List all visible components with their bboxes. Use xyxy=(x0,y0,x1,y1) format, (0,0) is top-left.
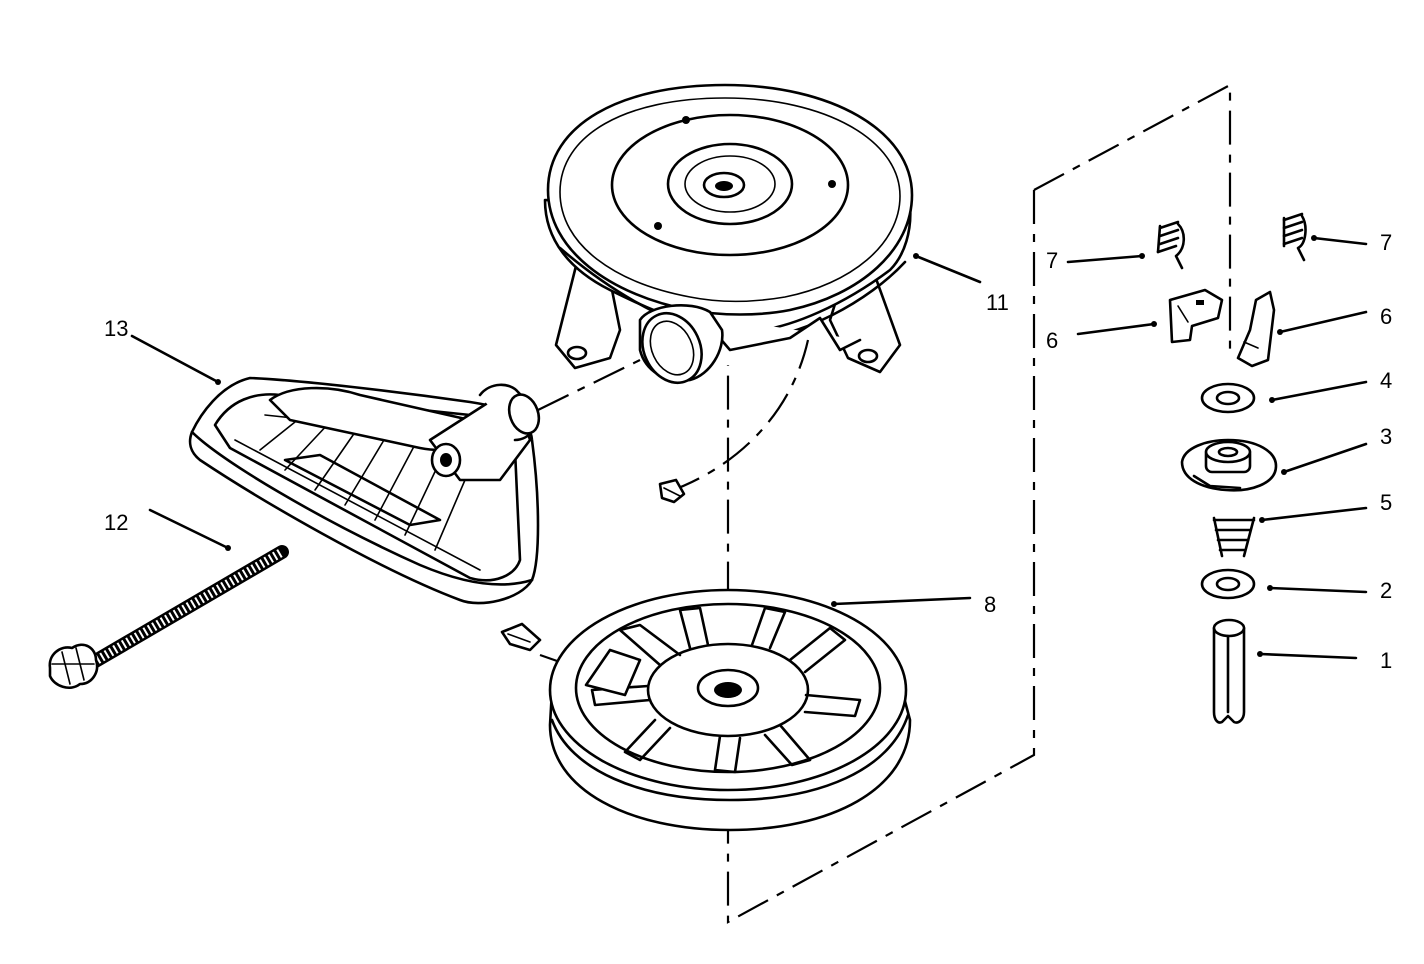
spring-7-left xyxy=(1156,220,1186,270)
retainer-3 xyxy=(1180,438,1278,492)
callout-8: 8 xyxy=(984,592,996,617)
callout-7-right: 7 xyxy=(1380,230,1392,255)
spring-7-right xyxy=(1282,212,1307,262)
callout-6-left: 6 xyxy=(1046,328,1058,353)
callout-3: 3 xyxy=(1380,424,1392,449)
callout-labels: 7 7 6 6 4 3 5 2 1 8 11 13 12 xyxy=(104,230,1392,673)
callout-5: 5 xyxy=(1380,490,1392,515)
leader-lines xyxy=(130,235,1368,660)
washer-2 xyxy=(1200,568,1256,600)
callout-6-right: 6 xyxy=(1380,304,1392,329)
callout-2: 2 xyxy=(1380,578,1392,603)
pulley-part xyxy=(548,588,912,832)
pin-1 xyxy=(1212,618,1246,724)
rope-part xyxy=(48,545,289,689)
callout-4: 4 xyxy=(1380,368,1392,393)
pawl-6-right xyxy=(1236,290,1276,368)
callout-7-left: 7 xyxy=(1046,248,1058,273)
spring-5 xyxy=(1212,516,1256,558)
housing-part xyxy=(543,83,914,385)
callout-13: 13 xyxy=(104,316,128,341)
callout-1: 1 xyxy=(1380,648,1392,673)
pawl-6-left xyxy=(1168,288,1224,344)
clip-upper xyxy=(658,478,686,504)
clip-lower xyxy=(500,622,542,652)
callout-11: 11 xyxy=(986,290,1009,315)
callout-12: 12 xyxy=(104,510,128,535)
washer-4 xyxy=(1200,382,1256,414)
handle-part xyxy=(188,376,541,605)
